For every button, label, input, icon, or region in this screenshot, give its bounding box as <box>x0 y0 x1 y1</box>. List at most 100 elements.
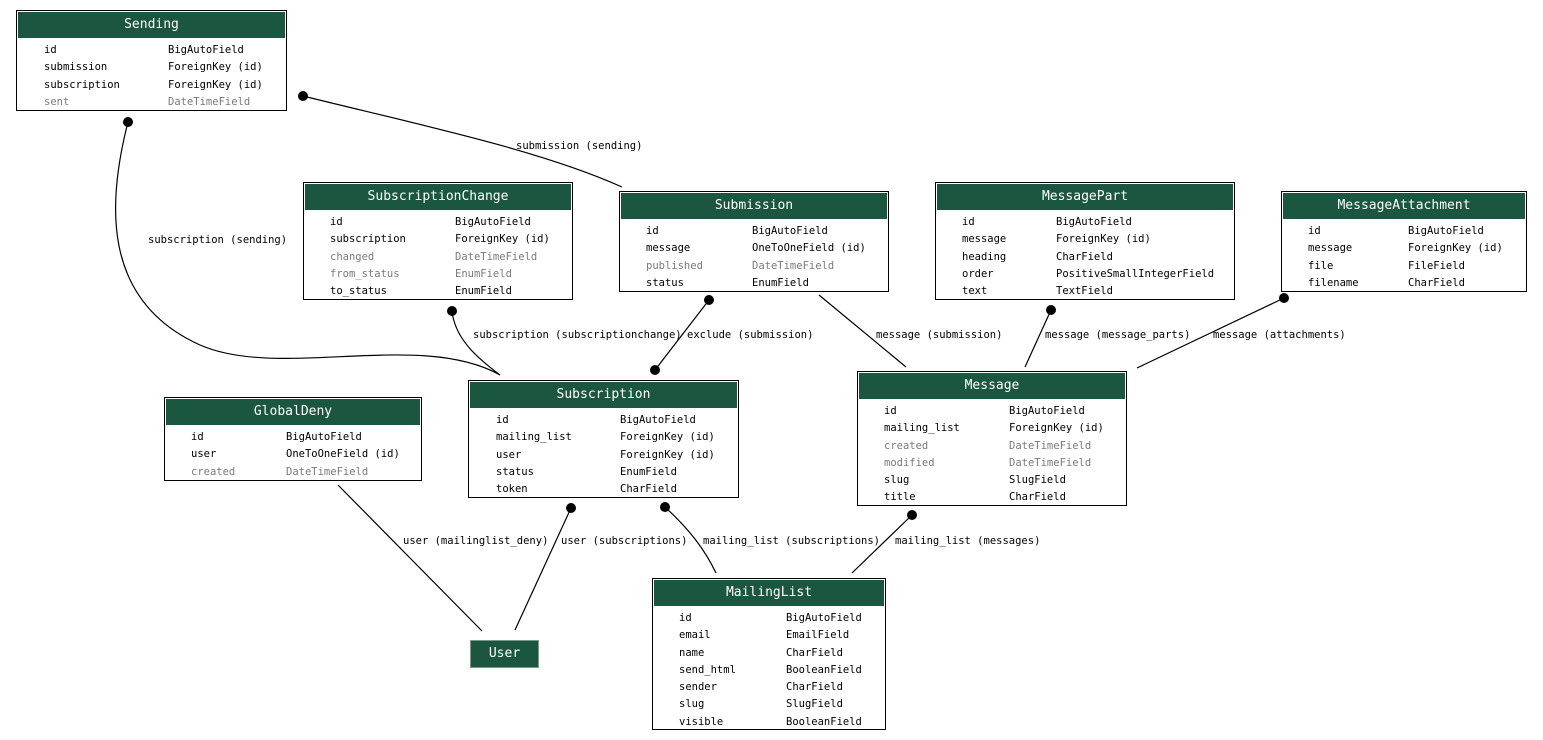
field-name: created <box>191 465 236 478</box>
field-name: message <box>646 242 691 255</box>
edge-dot <box>298 91 308 101</box>
field-name: visible <box>679 715 724 728</box>
field-name: file <box>1308 259 1334 272</box>
field-name: id <box>1308 225 1321 237</box>
field-name: to_status <box>330 285 387 298</box>
edge-label-exclude-submission: exclude (submission) <box>687 329 814 341</box>
field-name: message <box>1308 242 1353 255</box>
field-type: SlugField <box>1009 474 1066 487</box>
edge-subscription-mailinglist <box>664 506 717 574</box>
edge-label-message-attachments: message (attachments) <box>1213 329 1346 341</box>
field-name: status <box>646 276 684 289</box>
field-name: modified <box>884 456 935 469</box>
field-name: mailing_list <box>884 422 960 435</box>
field-name: slug <box>679 698 705 711</box>
model-title: MailingList <box>654 580 884 606</box>
field-type: CharField <box>1408 276 1465 289</box>
field-type: DateTimeField <box>286 465 369 478</box>
field-row: created DateTimeField <box>165 464 421 481</box>
edge-message-mailinglist <box>851 514 913 574</box>
field-name: text <box>962 285 988 298</box>
field-row: id BigAutoField <box>858 403 1126 420</box>
field-type: EnumField <box>620 465 677 478</box>
field-type: BigAutoField <box>786 612 862 624</box>
field-name: user <box>496 448 522 461</box>
field-type: BigAutoField <box>620 414 696 426</box>
model-title: Sending <box>18 12 285 38</box>
field-type: ForeignKey (id) <box>620 431 715 444</box>
field-type: DateTimeField <box>752 259 835 272</box>
field-name: published <box>646 259 703 272</box>
field-name: id <box>44 44 57 56</box>
model-user[interactable]: User <box>470 640 539 668</box>
edge-label-subscription-sending: subscription (sending) <box>148 234 288 246</box>
field-type: EnumField <box>455 267 512 280</box>
model-title: GlobalDeny <box>166 399 420 425</box>
field-name: slug <box>884 474 910 487</box>
field-type: DateTimeField <box>168 95 251 108</box>
field-type: BigAutoField <box>1009 405 1085 417</box>
field-name: subscription <box>330 233 406 246</box>
field-row: published DateTimeField <box>620 258 888 275</box>
model-title: Submission <box>621 193 887 219</box>
edge-label-user-mailinglist-deny: user (mailinglist_deny) <box>403 535 549 547</box>
edge-dot <box>650 365 660 375</box>
edge-label-mailing-list-messages: mailing_list (messages) <box>895 535 1041 547</box>
field-name: subscription <box>44 78 120 91</box>
field-type: DateTimeField <box>455 250 538 263</box>
field-name: id <box>191 431 204 443</box>
field-name: token <box>496 483 528 496</box>
field-name: sender <box>679 681 717 694</box>
edge-label-mailing-list-subscriptions: mailing_list (subscriptions) <box>703 535 881 547</box>
field-row: mailing_list ForeignKey (id) <box>858 420 1126 437</box>
field-name: id <box>884 405 897 417</box>
field-type: ForeignKey (id) <box>1009 422 1104 435</box>
field-name: mailing_list <box>496 431 572 444</box>
field-name: from_status <box>330 267 400 280</box>
field-type: ForeignKey (id) <box>620 448 715 461</box>
model-title: MessagePart <box>937 184 1233 210</box>
field-type: BigAutoField <box>1056 216 1132 228</box>
edge-label-submission-sending: submission (sending) <box>516 140 643 152</box>
field-type: DateTimeField <box>1009 439 1092 452</box>
edge-dot <box>123 117 133 127</box>
field-type: PositiveSmallIntegerField <box>1056 267 1215 280</box>
